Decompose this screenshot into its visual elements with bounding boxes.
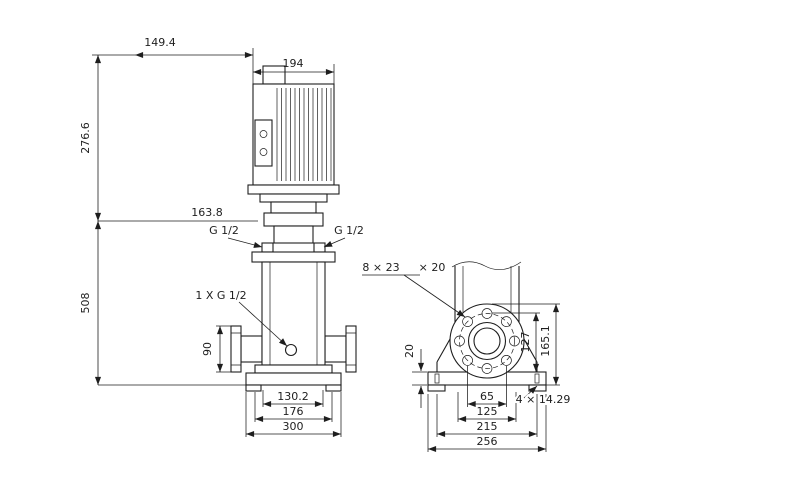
bolt-hole: [462, 355, 473, 366]
leader-base-holes: [523, 385, 538, 399]
front-extension-lines: [92, 48, 342, 437]
bolt-hole: [501, 316, 512, 327]
pump-body: [230, 251, 357, 373]
label-port-left: G 1/2: [209, 224, 239, 237]
bolt-hole: [454, 335, 465, 347]
bolt-hole: [462, 316, 473, 327]
label-base-holes: 4 × 14.29: [516, 393, 571, 406]
base-extension-lines: [362, 274, 560, 452]
dim-label-port-span: 130.2: [277, 390, 309, 403]
flange-raised-face: [467, 321, 507, 361]
base-foot-left: [427, 384, 446, 392]
label-port-right: G 1/2: [334, 224, 364, 237]
sleeve-inner-lines: [269, 262, 318, 365]
base-hole-left: [434, 373, 440, 384]
vent-port-left: [261, 242, 274, 253]
dim-label-bolt-span: 65: [480, 390, 494, 403]
body-inner-lines: [462, 266, 512, 313]
flange-bolt-marks: [231, 332, 356, 366]
dim-label-motor-depth: 149.4: [144, 36, 176, 49]
leader-port-right: [323, 237, 346, 248]
suction-pipe: [240, 335, 263, 363]
base-foot-left: [245, 384, 262, 392]
coupling-guard: [270, 201, 317, 214]
motor-cooling-fins: [276, 88, 332, 181]
vent-port-right: [313, 242, 326, 253]
shaft-chamber: [273, 225, 314, 244]
label-drain-port: 1 X G 1/2: [195, 289, 246, 302]
dim-label-base-width: 256: [477, 435, 498, 448]
bolt-hole: [481, 363, 493, 374]
motor: [247, 65, 340, 195]
base-view: 8 × 23 × 20 20 127 165.1 65 125 215 256 …: [362, 261, 572, 453]
body-break-line: [451, 261, 522, 271]
leader-flange-holes: [403, 274, 466, 318]
flange: [449, 303, 525, 379]
drain-plug: [284, 343, 298, 357]
dim-label-body-height: 165.1: [539, 325, 552, 357]
base-plate: [245, 372, 342, 386]
label-flange-holes-depth: × 20: [419, 261, 446, 274]
base-hole-right: [534, 373, 540, 384]
bolt-hole: [509, 335, 520, 347]
discharge-pipe: [324, 335, 347, 363]
dim-label-upper-height: 276.6: [79, 122, 92, 154]
dim-label-total-height: 508: [79, 293, 92, 314]
flange-bore: [473, 327, 501, 355]
bolt-hole: [501, 355, 512, 366]
terminal-box: [254, 119, 273, 167]
dim-label-flange-height: 90: [201, 342, 214, 356]
leader-port-left: [227, 237, 263, 248]
flange-bolt-circle: [459, 313, 515, 369]
dim-label-motor-width: 194: [283, 57, 304, 70]
coupling-section: [259, 193, 328, 253]
dim-label-base-top: 176: [283, 405, 304, 418]
suction-flange-face: [230, 325, 242, 373]
label-flange-holes: 8 × 23: [362, 261, 399, 274]
dim-label-foot-hole-span: 215: [477, 420, 498, 433]
pump-head-flange: [251, 251, 336, 263]
terminal-box-gland-top: [259, 130, 268, 138]
adapter-plate: [259, 193, 328, 203]
base-neck: [254, 364, 333, 374]
dim-label-flange-height: 127: [519, 332, 532, 353]
motor-flange: [247, 184, 340, 195]
dim-label-flange-span: 125: [477, 405, 498, 418]
bolt-hole: [481, 308, 493, 319]
base-foot-right: [325, 384, 342, 392]
leader-drain-port: [238, 301, 288, 347]
flange-outer-circle: [449, 303, 525, 379]
dim-label-plate-thickness: 20: [403, 344, 416, 358]
terminal-box-gland-bottom: [259, 148, 268, 156]
seal-housing: [263, 212, 324, 227]
pump-base: [245, 364, 342, 392]
front-view: 149.4 194 276.6 508 163.8 G 1/2 G 1/2 1 …: [79, 36, 364, 438]
base-foot-right: [528, 384, 547, 392]
dim-label-base-width: 300: [283, 420, 304, 433]
discharge-flange-face: [345, 325, 357, 373]
dim-label-head-height: 163.8: [191, 206, 223, 219]
